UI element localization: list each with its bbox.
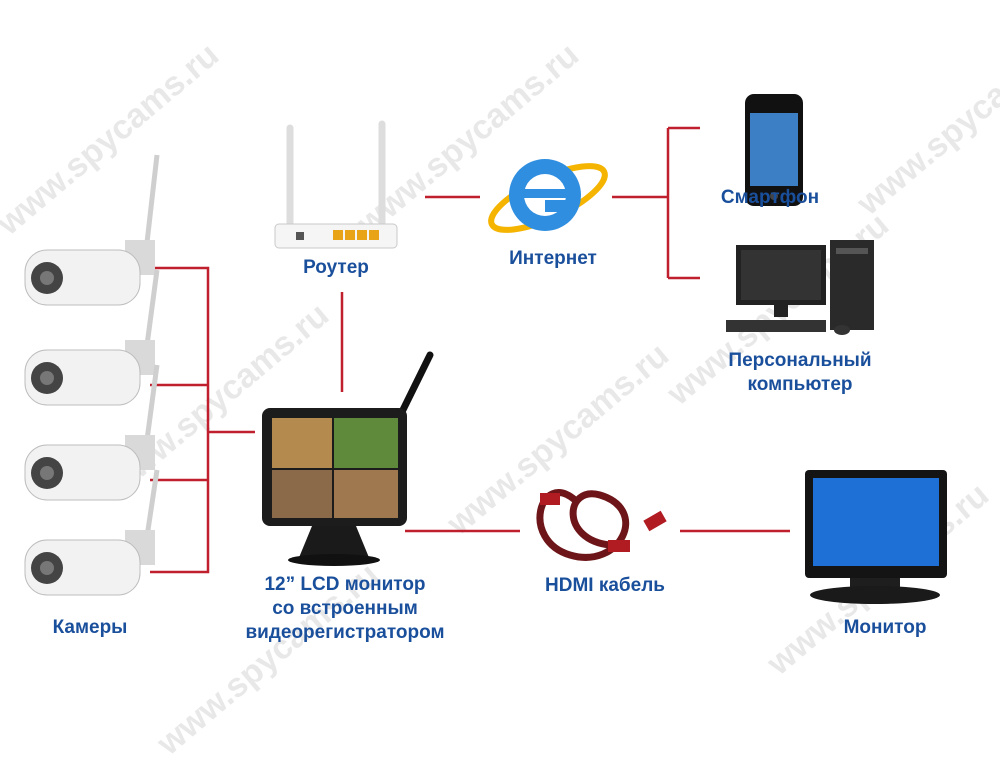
pc-label-line2: компьютер xyxy=(747,374,853,395)
lcd-label-line2: со встроенным xyxy=(272,598,418,619)
hdmi-cable-icon xyxy=(536,489,667,561)
camera-icon xyxy=(24,364,160,501)
cameras-label: Камеры xyxy=(52,617,128,638)
camera-icon xyxy=(24,469,160,596)
router-icon xyxy=(274,120,398,249)
smartphone-label: Смартфон xyxy=(720,187,820,208)
internet-explorer-icon xyxy=(488,159,608,233)
external-monitor-icon xyxy=(805,470,947,604)
personal-computer-icon xyxy=(726,240,874,335)
smartphone-icon xyxy=(745,94,803,206)
camera-icon xyxy=(24,154,160,306)
connector-lines xyxy=(150,126,790,574)
monitor-label: Монитор xyxy=(843,617,927,638)
camera-icon xyxy=(24,269,160,406)
internet-label: Интернет xyxy=(509,248,597,269)
lcd-label-line1: 12” LCD монитор xyxy=(264,574,426,595)
hdmi-label: HDMI кабель xyxy=(545,575,665,596)
lcd-dvr-monitor-icon xyxy=(262,351,434,566)
router-label: Роутер xyxy=(303,257,369,278)
internet-to-devices-line xyxy=(612,126,700,280)
camera-bus-line xyxy=(150,266,210,574)
lcd-label-line3: видеорегистратором xyxy=(245,622,445,643)
pc-label-line1: Персональный xyxy=(728,350,872,371)
